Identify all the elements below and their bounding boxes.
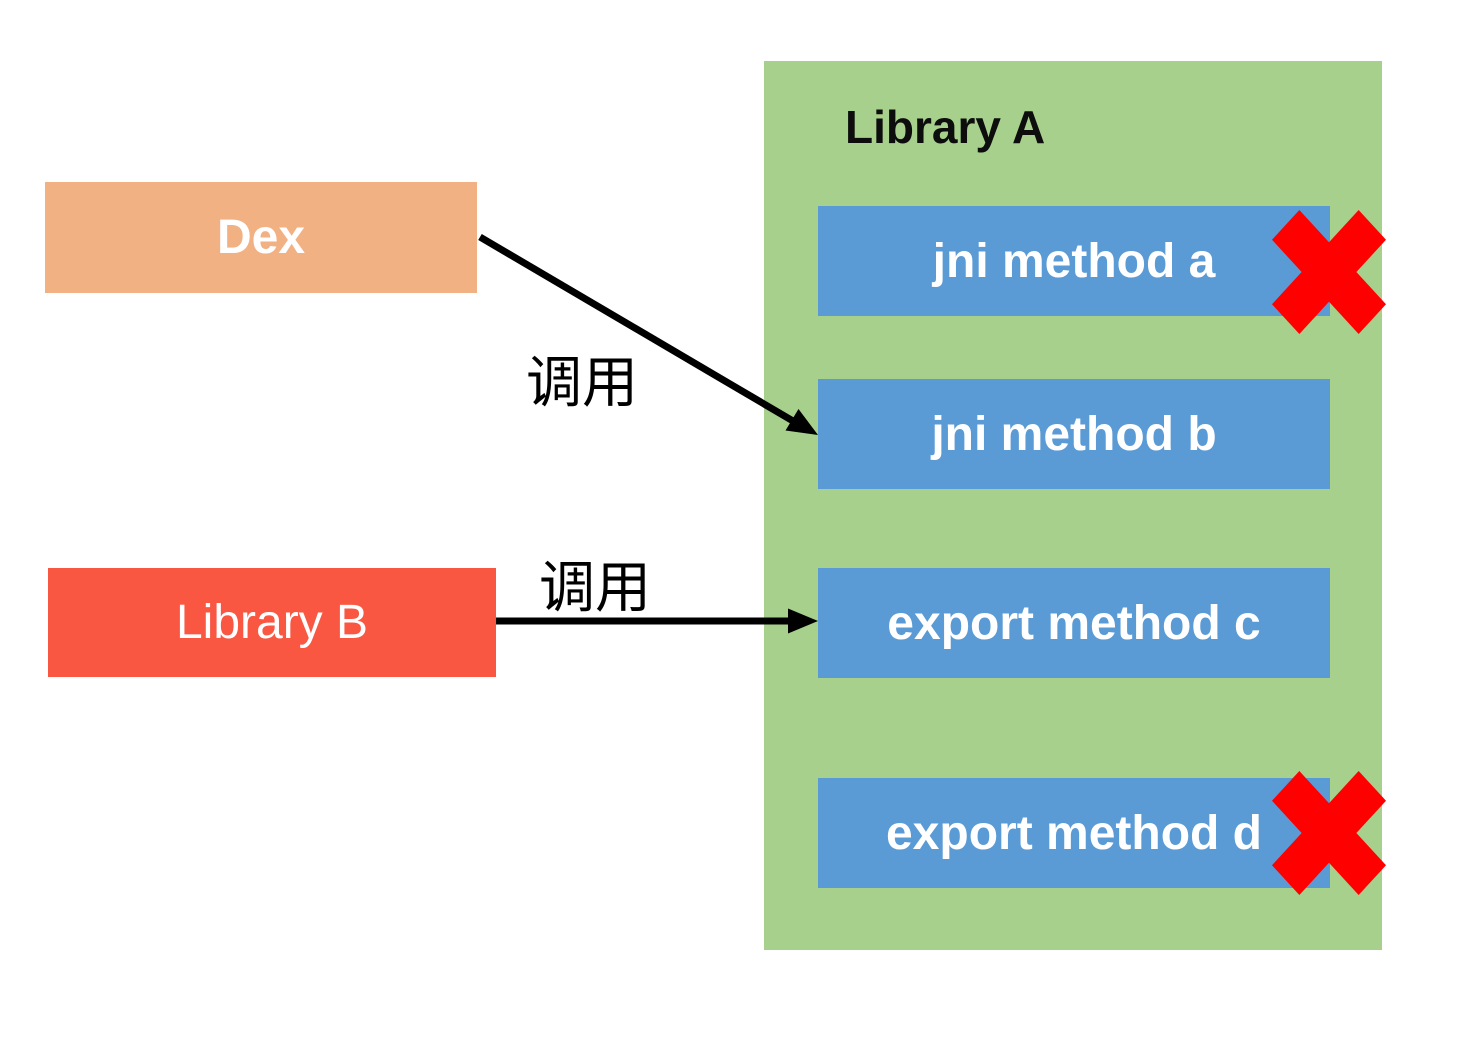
call-label-library-b-arrow: 调用 — [539, 558, 651, 620]
library-b-box: Library B — [48, 568, 496, 677]
method-box-jni-b: jni method b — [818, 379, 1330, 489]
method-box-export-d: export method d — [818, 778, 1330, 888]
method-box-export-c: export method c — [818, 568, 1330, 678]
library-a-title: Library A — [845, 101, 1046, 153]
method-box-jni-a: jni method a — [818, 206, 1330, 316]
call-label-dex-arrow: 调用 — [526, 353, 638, 415]
dex-label: Dex — [216, 211, 306, 264]
method-label-export-c: export method c — [887, 596, 1261, 650]
method-label-export-d: export method d — [885, 806, 1262, 860]
library-b-label: Library B — [175, 596, 369, 649]
method-label-jni-a: jni method a — [932, 234, 1216, 288]
dex-box: Dex — [45, 182, 477, 293]
method-label-jni-b: jni method b — [931, 407, 1217, 461]
